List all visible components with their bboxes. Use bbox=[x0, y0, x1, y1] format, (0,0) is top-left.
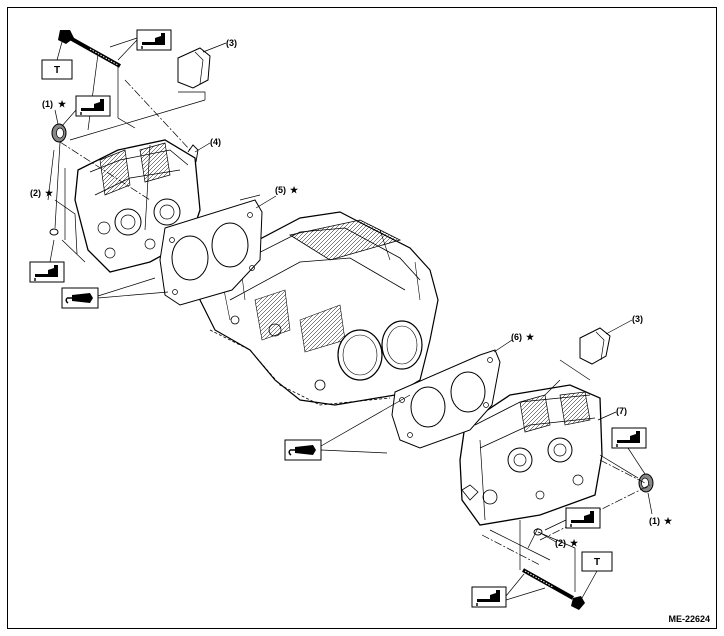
figure-code: ME-22624 bbox=[668, 614, 710, 624]
callout-1-right: (1) bbox=[649, 516, 660, 526]
callout-6: (6) bbox=[511, 332, 522, 342]
callout-1-left: (1) bbox=[42, 99, 53, 109]
leader-lines bbox=[47, 53, 639, 592]
callout-7: (7) bbox=[616, 406, 627, 416]
bracket-left bbox=[177, 47, 211, 89]
oil-can-icon bbox=[544, 507, 601, 531]
star-mark: ★ bbox=[664, 516, 673, 526]
star-mark: ★ bbox=[526, 332, 535, 342]
star-mark: ★ bbox=[58, 99, 67, 109]
callout-5: (5) bbox=[275, 185, 286, 195]
oil-can-icon bbox=[109, 29, 172, 61]
oil-can-icon bbox=[611, 427, 647, 475]
o-ring-left bbox=[49, 228, 59, 236]
oil-can-icon bbox=[29, 239, 65, 283]
torque-box-left: T bbox=[41, 41, 73, 80]
figure-border bbox=[7, 7, 717, 629]
star-mark: ★ bbox=[290, 185, 299, 195]
oil-seal-right bbox=[638, 473, 654, 493]
svg-text:T: T bbox=[594, 557, 600, 568]
oil-can-icon bbox=[471, 573, 546, 608]
callout-4: (4) bbox=[210, 137, 221, 147]
head-gasket-right bbox=[391, 349, 501, 449]
callout-3-left: (3) bbox=[226, 38, 237, 48]
callout-3-right: (3) bbox=[632, 314, 643, 324]
sealant-tube-icon bbox=[61, 277, 169, 309]
head-bolt-right bbox=[522, 568, 585, 610]
callout-2-left: (2) bbox=[30, 188, 41, 198]
torque-box-right: T bbox=[581, 551, 613, 599]
head-gasket-left bbox=[159, 199, 263, 306]
sealant-tube-icon bbox=[284, 394, 411, 461]
oil-seal-left bbox=[51, 123, 67, 143]
callout-2-right: (2) bbox=[555, 538, 566, 548]
cylinder-head-right bbox=[459, 384, 603, 526]
star-mark: ★ bbox=[570, 538, 579, 548]
svg-text:T: T bbox=[54, 65, 60, 76]
head-bolt-left bbox=[58, 30, 121, 68]
star-mark: ★ bbox=[45, 188, 54, 198]
oil-can-icon bbox=[61, 95, 111, 127]
bracket-right bbox=[579, 327, 611, 365]
